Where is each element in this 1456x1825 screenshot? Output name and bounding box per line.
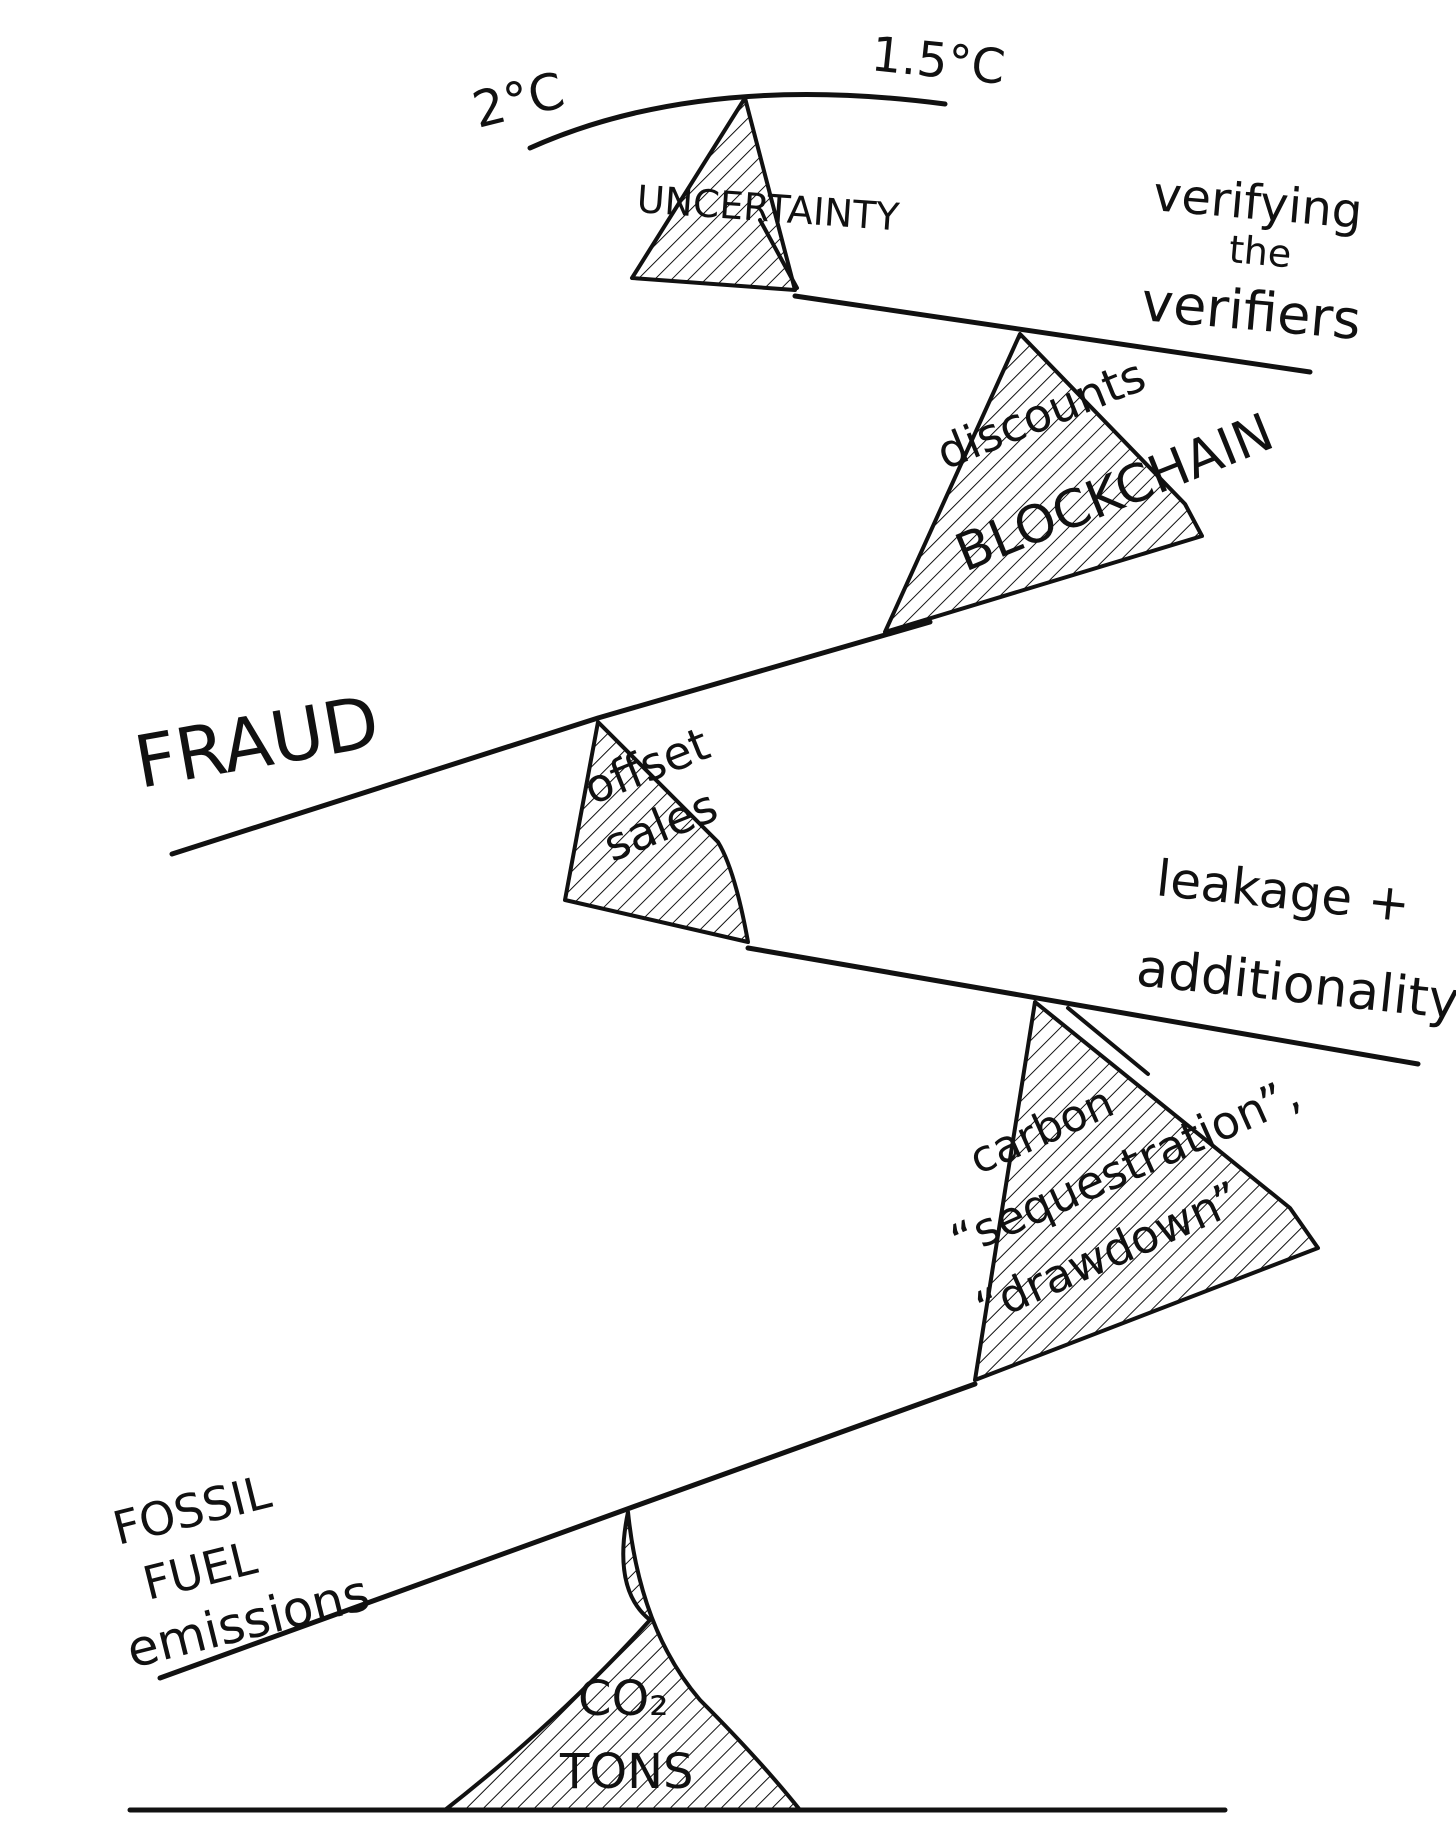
beam-4 <box>157 1381 978 1681</box>
fulcrum-blockchain <box>883 332 1204 634</box>
beam-1 <box>792 293 1313 375</box>
temperature-arc <box>527 92 948 151</box>
beam-2 <box>169 619 933 857</box>
side-label-fraud: FRAUD <box>128 679 385 804</box>
side-label-the: the <box>1227 227 1293 276</box>
side-label-leakage: leakage + <box>1154 849 1413 933</box>
temp-label-2c: 2°C <box>467 61 570 139</box>
fulcrum-offset-sales <box>563 720 750 944</box>
beam-3 <box>745 945 1421 1067</box>
side-label-verifiers: verifiers <box>1139 270 1364 352</box>
fulcrum-uncertainty-edge <box>758 218 799 290</box>
base-label-co2: CO₂ <box>578 1671 669 1727</box>
fulcrum-carbon-sequestration <box>973 1000 1320 1382</box>
fulcrum-carbon-edge <box>1066 1006 1150 1076</box>
side-label-additionality: additionality <box>1134 938 1456 1032</box>
fulcrum-uncertainty <box>630 96 797 292</box>
base-label-tons: TONS <box>559 1744 693 1800</box>
temp-label-1-5c: 1.5°C <box>869 26 1008 96</box>
